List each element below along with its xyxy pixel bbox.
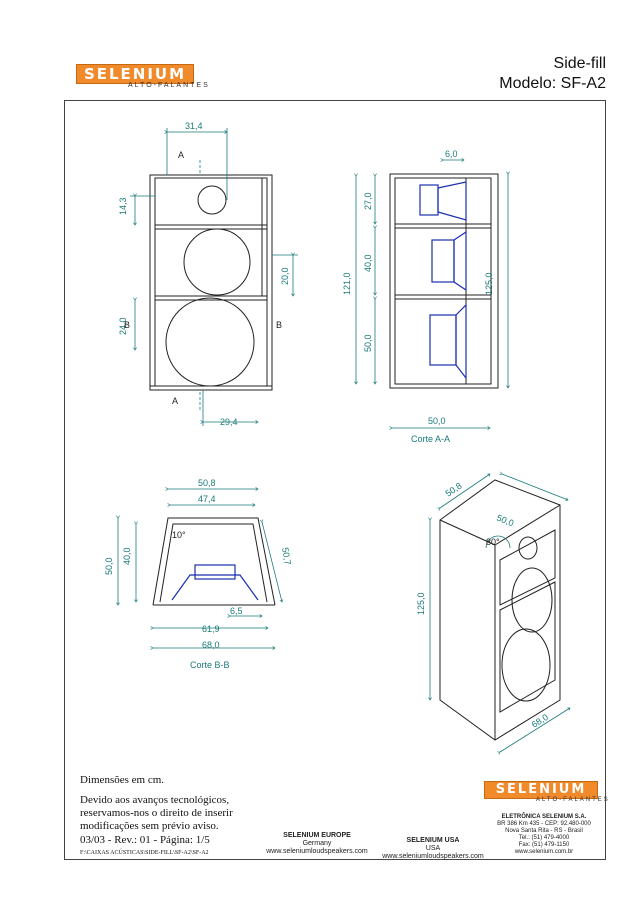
footer-brand-tagline: ALTO-FALANTES [536,797,610,803]
iso-dim-height: 125,0 [416,592,426,615]
section-bb-dimensions [118,489,282,648]
bb-dim-diag: 50,7 [280,547,293,566]
model-title: Modelo: SF-A2 [499,75,606,92]
brand-tagline: ALTO-FALANTES [128,82,210,89]
usa-country: USA [425,845,441,852]
company-name: ELETRÔNICA SELENIUM S.A. [501,814,587,820]
front-dim-bottom: 29,4 [220,417,238,427]
front-dim-top: 31,4 [185,121,203,131]
disclaimer-line-3: modificações sem prévio aviso. [80,820,219,832]
europe-web: www.seleniumloudspeakers.com [266,848,368,855]
bb-dim-508: 50,8 [198,478,216,488]
caption-aa: Corte A-A [411,434,450,444]
front-view-dimensions [130,128,298,426]
aa-dim-121: 121,0 [342,272,352,295]
bb-dim-65: 6,5 [230,606,243,616]
front-dim-right: 20,0 [280,267,290,285]
usa-title: SELENIUM USA [406,837,460,844]
file-path: F:\CAIXAS ACÚSTICAS\SIDE-FILL\SF-A2\SF-A… [80,850,209,856]
drawing-frame [64,100,606,860]
iso-view-dimensions [430,474,570,752]
section-aa-view [389,173,499,389]
europe-country: Germany [302,840,332,847]
company-address-1: BR 386 Km 435 - CEP: 92.480-000 [497,821,591,827]
company-tel: Tel.: (51) 479-4000 [518,835,570,841]
bb-dim-619: 61,9 [202,624,220,634]
section-bb-driver [171,564,259,601]
company-fax: Fax: (51) 479-1150 [518,842,570,848]
label-a-bottom: A [172,396,178,406]
company-web: www.selenium.com.br [514,849,574,855]
revision-info: 03/03 - Rev.: 01 - Página: 1/5 [80,834,210,846]
label-a-top: A [178,150,184,160]
brand-logo: SELENIUM [76,64,194,84]
front-dim-left-lower: 24,0 [118,317,128,335]
aa-dim-top: 6,0 [445,149,458,159]
document-title: Side-fill [553,55,606,72]
disclaimer-line-1: Devido aos avanços tecnológicos, [80,794,230,806]
footer-usa: SELENIUM USA USA www.seleniumloudspeaker… [378,837,488,861]
front-dim-left-upper: 14,3 [118,197,128,215]
section-aa-drivers [419,181,467,380]
label-b-right: B [276,320,282,330]
footer-brand-logo: SELENIUM [484,781,598,799]
aa-dim-27: 27,0 [363,192,373,210]
europe-title: SELENIUM EUROPE [283,832,351,839]
bb-dim-left-inner: 40,0 [122,547,132,565]
footer-company: ELETRÔNICA SELENIUM S.A. BR 386 Km 435 -… [490,814,598,856]
aa-dim-125: 125,0 [484,272,494,295]
iso-view [439,479,561,741]
bb-angle: 10° [172,530,186,540]
front-view [149,174,273,391]
iso-dim-508: 50,8 [444,481,464,499]
bb-dim-680: 68,0 [202,640,220,650]
caption-bb: Corte B-B [190,660,230,670]
company-address-2: Nova Santa Rita - RS - Brasil [505,828,583,834]
bb-dim-left-outer: 50,0 [104,557,114,575]
iso-angle: 80° [486,537,500,547]
footer-europe: SELENIUM EUROPE Germany www.seleniumloud… [262,832,372,856]
units-note: Dimensões em cm. [80,774,165,786]
disclaimer-line-2: reservamos-nos o direito de inserir [80,807,233,819]
label-b-left: B [124,320,130,330]
iso-dim-500: 50,0 [495,513,515,529]
aa-dim-40: 40,0 [363,254,373,272]
bb-dim-474: 47,4 [198,494,216,504]
aa-dim-bottom: 50,0 [428,416,446,426]
section-aa-dimensions [356,160,508,428]
aa-dim-50: 50,0 [363,334,373,352]
usa-web: www.seleniumloudspeakers.com [382,853,484,860]
